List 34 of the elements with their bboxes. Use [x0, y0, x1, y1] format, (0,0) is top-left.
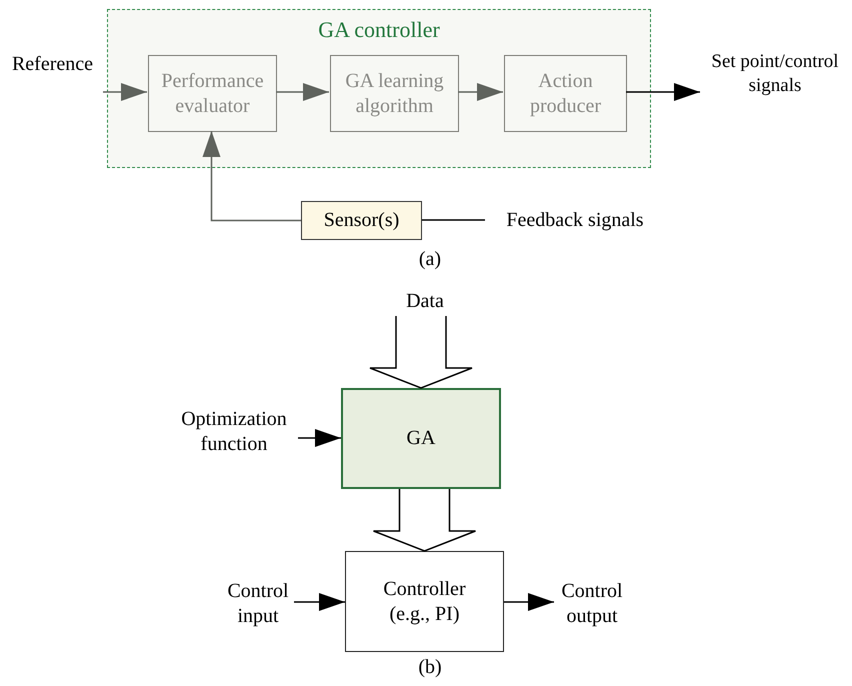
block-arrow [369, 315, 473, 389]
process-box [330, 55, 459, 132]
box-label: Controller (e.g., PI) [382, 576, 467, 626]
connector-line [422, 219, 485, 221]
box-label: Performance evaluator [160, 68, 265, 118]
input-label: Reference [12, 52, 94, 77]
arrow [294, 593, 345, 611]
box-label: GA [406, 426, 436, 451]
input-label: Feedback signals [506, 208, 644, 232]
panel-label: (a) [418, 248, 442, 271]
box-label: Action producer [528, 68, 602, 118]
arrow [504, 593, 554, 611]
arrow [103, 83, 147, 101]
sensor-box [301, 201, 422, 240]
process-box [341, 388, 501, 489]
process-box [504, 55, 627, 132]
process-box [148, 55, 277, 132]
input-label: Optimization function [180, 407, 288, 457]
box-label: Sensor(s) [324, 208, 400, 233]
input-label: Control input [226, 579, 290, 629]
output-label: Set point/control signals [710, 50, 840, 98]
process-box [345, 551, 504, 652]
arrow [458, 83, 503, 101]
arrow [276, 83, 329, 101]
group-title: GA controller [318, 16, 440, 44]
controller-group [107, 9, 651, 168]
arrow [626, 83, 700, 101]
output-label: Control output [560, 579, 624, 629]
block-arrow [372, 488, 476, 552]
arrow [202, 131, 301, 222]
box-label: GA learning algorithm [344, 68, 445, 118]
input-label: Data [406, 288, 444, 314]
panel-label: (b) [417, 656, 443, 679]
arrow [298, 429, 341, 447]
